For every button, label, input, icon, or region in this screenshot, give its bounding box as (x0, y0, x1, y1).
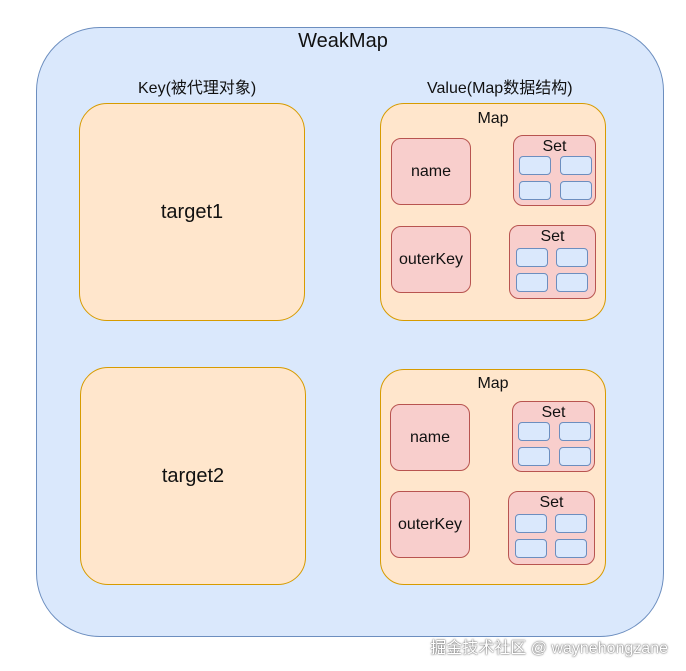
set-member (556, 273, 588, 292)
set-member (519, 156, 551, 175)
map-title: Map (477, 375, 509, 392)
set-member (518, 422, 550, 441)
key-target2: target2 (80, 367, 306, 585)
set-member (555, 514, 587, 533)
set-box: Set (508, 491, 595, 565)
set-member (516, 248, 548, 267)
set-member (560, 181, 592, 200)
map-field-outerkey: outerKey (390, 491, 470, 558)
set-member (555, 539, 587, 558)
map-field-name: name (391, 138, 471, 205)
set-member (515, 539, 547, 558)
key-column-header: Key(被代理对象) (138, 80, 257, 97)
set-box: Set (509, 225, 596, 299)
set-member (515, 514, 547, 533)
set-box: Set (512, 401, 595, 472)
set-member (560, 156, 592, 175)
set-member (559, 447, 591, 466)
set-title: Set (541, 404, 566, 421)
value-column-header: Value(Map数据结构) (427, 80, 573, 97)
set-box: Set (513, 135, 596, 206)
set-title: Set (540, 228, 565, 245)
key-target1: target1 (79, 103, 305, 321)
set-member (559, 422, 591, 441)
weakmap-title: WeakMap (298, 30, 388, 52)
set-member (518, 447, 550, 466)
set-member (519, 181, 551, 200)
set-title: Set (542, 138, 567, 155)
map-field-outerkey: outerKey (391, 226, 471, 293)
set-title: Set (539, 494, 564, 511)
set-member (556, 248, 588, 267)
set-member (516, 273, 548, 292)
map-title: Map (477, 110, 509, 127)
map-field-name: name (390, 404, 470, 471)
watermark: 掘金技术社区 @ waynehongzane (430, 640, 668, 657)
